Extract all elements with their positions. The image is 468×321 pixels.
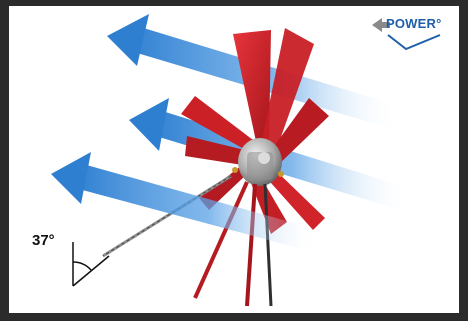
angle-gauge-icon <box>73 242 109 286</box>
power-logo: POWER° <box>370 15 450 55</box>
brand-name: POWER° <box>386 16 442 31</box>
illustration-panel: POWER° 37° <box>9 6 459 313</box>
angle-label: 37° <box>32 232 55 249</box>
